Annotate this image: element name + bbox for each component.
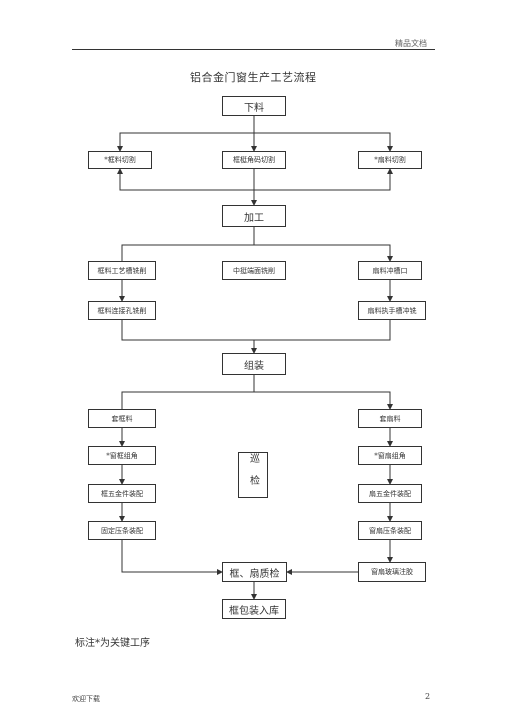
node-assembly: 组装 (222, 353, 286, 375)
node-sash-set: 套扇料 (358, 409, 422, 428)
key-process-note: 标注*为关键工序 (75, 638, 150, 649)
document-title: 铝合金门窗生产工艺流程 (190, 71, 317, 84)
node-machining: 加工 (222, 205, 286, 227)
node-sash-hardware: 扇五金件装配 (358, 484, 422, 503)
node-patrol-inspection: 巡检 (238, 452, 268, 498)
node-mid-mullion-mill: 中挺端面铣削 (222, 261, 286, 280)
footer-left: 欢迎下载 (72, 695, 100, 703)
node-quality-check: 框、扇质检 (222, 562, 287, 582)
page-number: 2 (425, 692, 431, 701)
node-sash-cut: *扇料切割 (358, 151, 422, 169)
node-sash-punch: 扇料冲槽口 (358, 261, 422, 280)
node-frame-set: 套框料 (88, 409, 156, 428)
node-sash-bead: 窗扇压条装配 (358, 521, 422, 540)
header-label: 精品文档 (395, 39, 427, 48)
node-frame-groove: 框料工艺槽铣削 (88, 261, 156, 280)
patrol-inspection-label: 巡检 (247, 453, 259, 497)
node-frame-corner: *窗框组角 (88, 446, 156, 465)
node-frame-hardware: 框五金件装配 (88, 484, 156, 503)
node-mullion-cut: 框梃角码切割 (222, 151, 286, 169)
node-frame-hole-mill: 框料连接孔铣削 (88, 301, 156, 320)
node-fixed-bead: 固定压条装配 (88, 521, 156, 540)
header-divider (72, 49, 435, 50)
node-sash-corner: *窗扇组角 (358, 446, 422, 465)
node-sash-glazing: 窗扇玻璃注胶 (358, 562, 426, 582)
node-packing: 框包装入库 (222, 599, 286, 619)
node-sash-handle-mill: 扇料执手槽冲铣 (358, 301, 426, 320)
node-blanking: 下料 (222, 96, 286, 116)
node-frame-cut: *框料切割 (88, 151, 152, 169)
